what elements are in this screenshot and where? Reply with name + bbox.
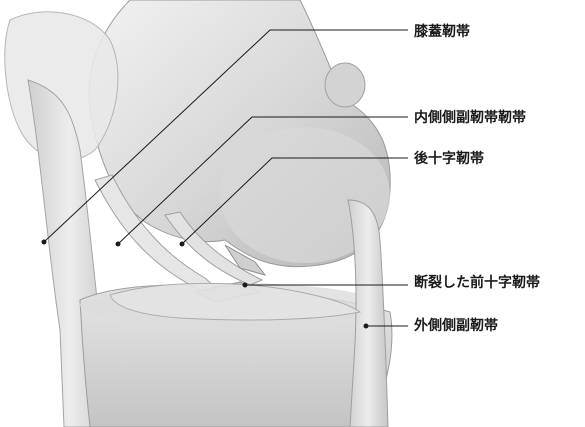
leader-dot-acl <box>243 283 247 287</box>
leader-dot-posterior <box>180 242 184 246</box>
label-lateral-collateral-ligament: 外側側副靭帯 <box>414 318 498 334</box>
leader-dot-patellar <box>42 240 46 244</box>
label-medial-collateral-ligament: 内側側副靭帯靭帯 <box>414 110 526 126</box>
label-posterior-cruciate-ligament: 後十字靭帯 <box>414 151 484 167</box>
leader-dot-medial <box>116 242 120 246</box>
leader-dot-lateral <box>364 324 368 328</box>
label-torn-anterior-cruciate-ligament: 断裂した前十字靭帯 <box>414 275 540 291</box>
label-patellar-ligament: 膝蓋靭帯 <box>414 24 470 40</box>
fibular-head-nub <box>325 63 365 107</box>
